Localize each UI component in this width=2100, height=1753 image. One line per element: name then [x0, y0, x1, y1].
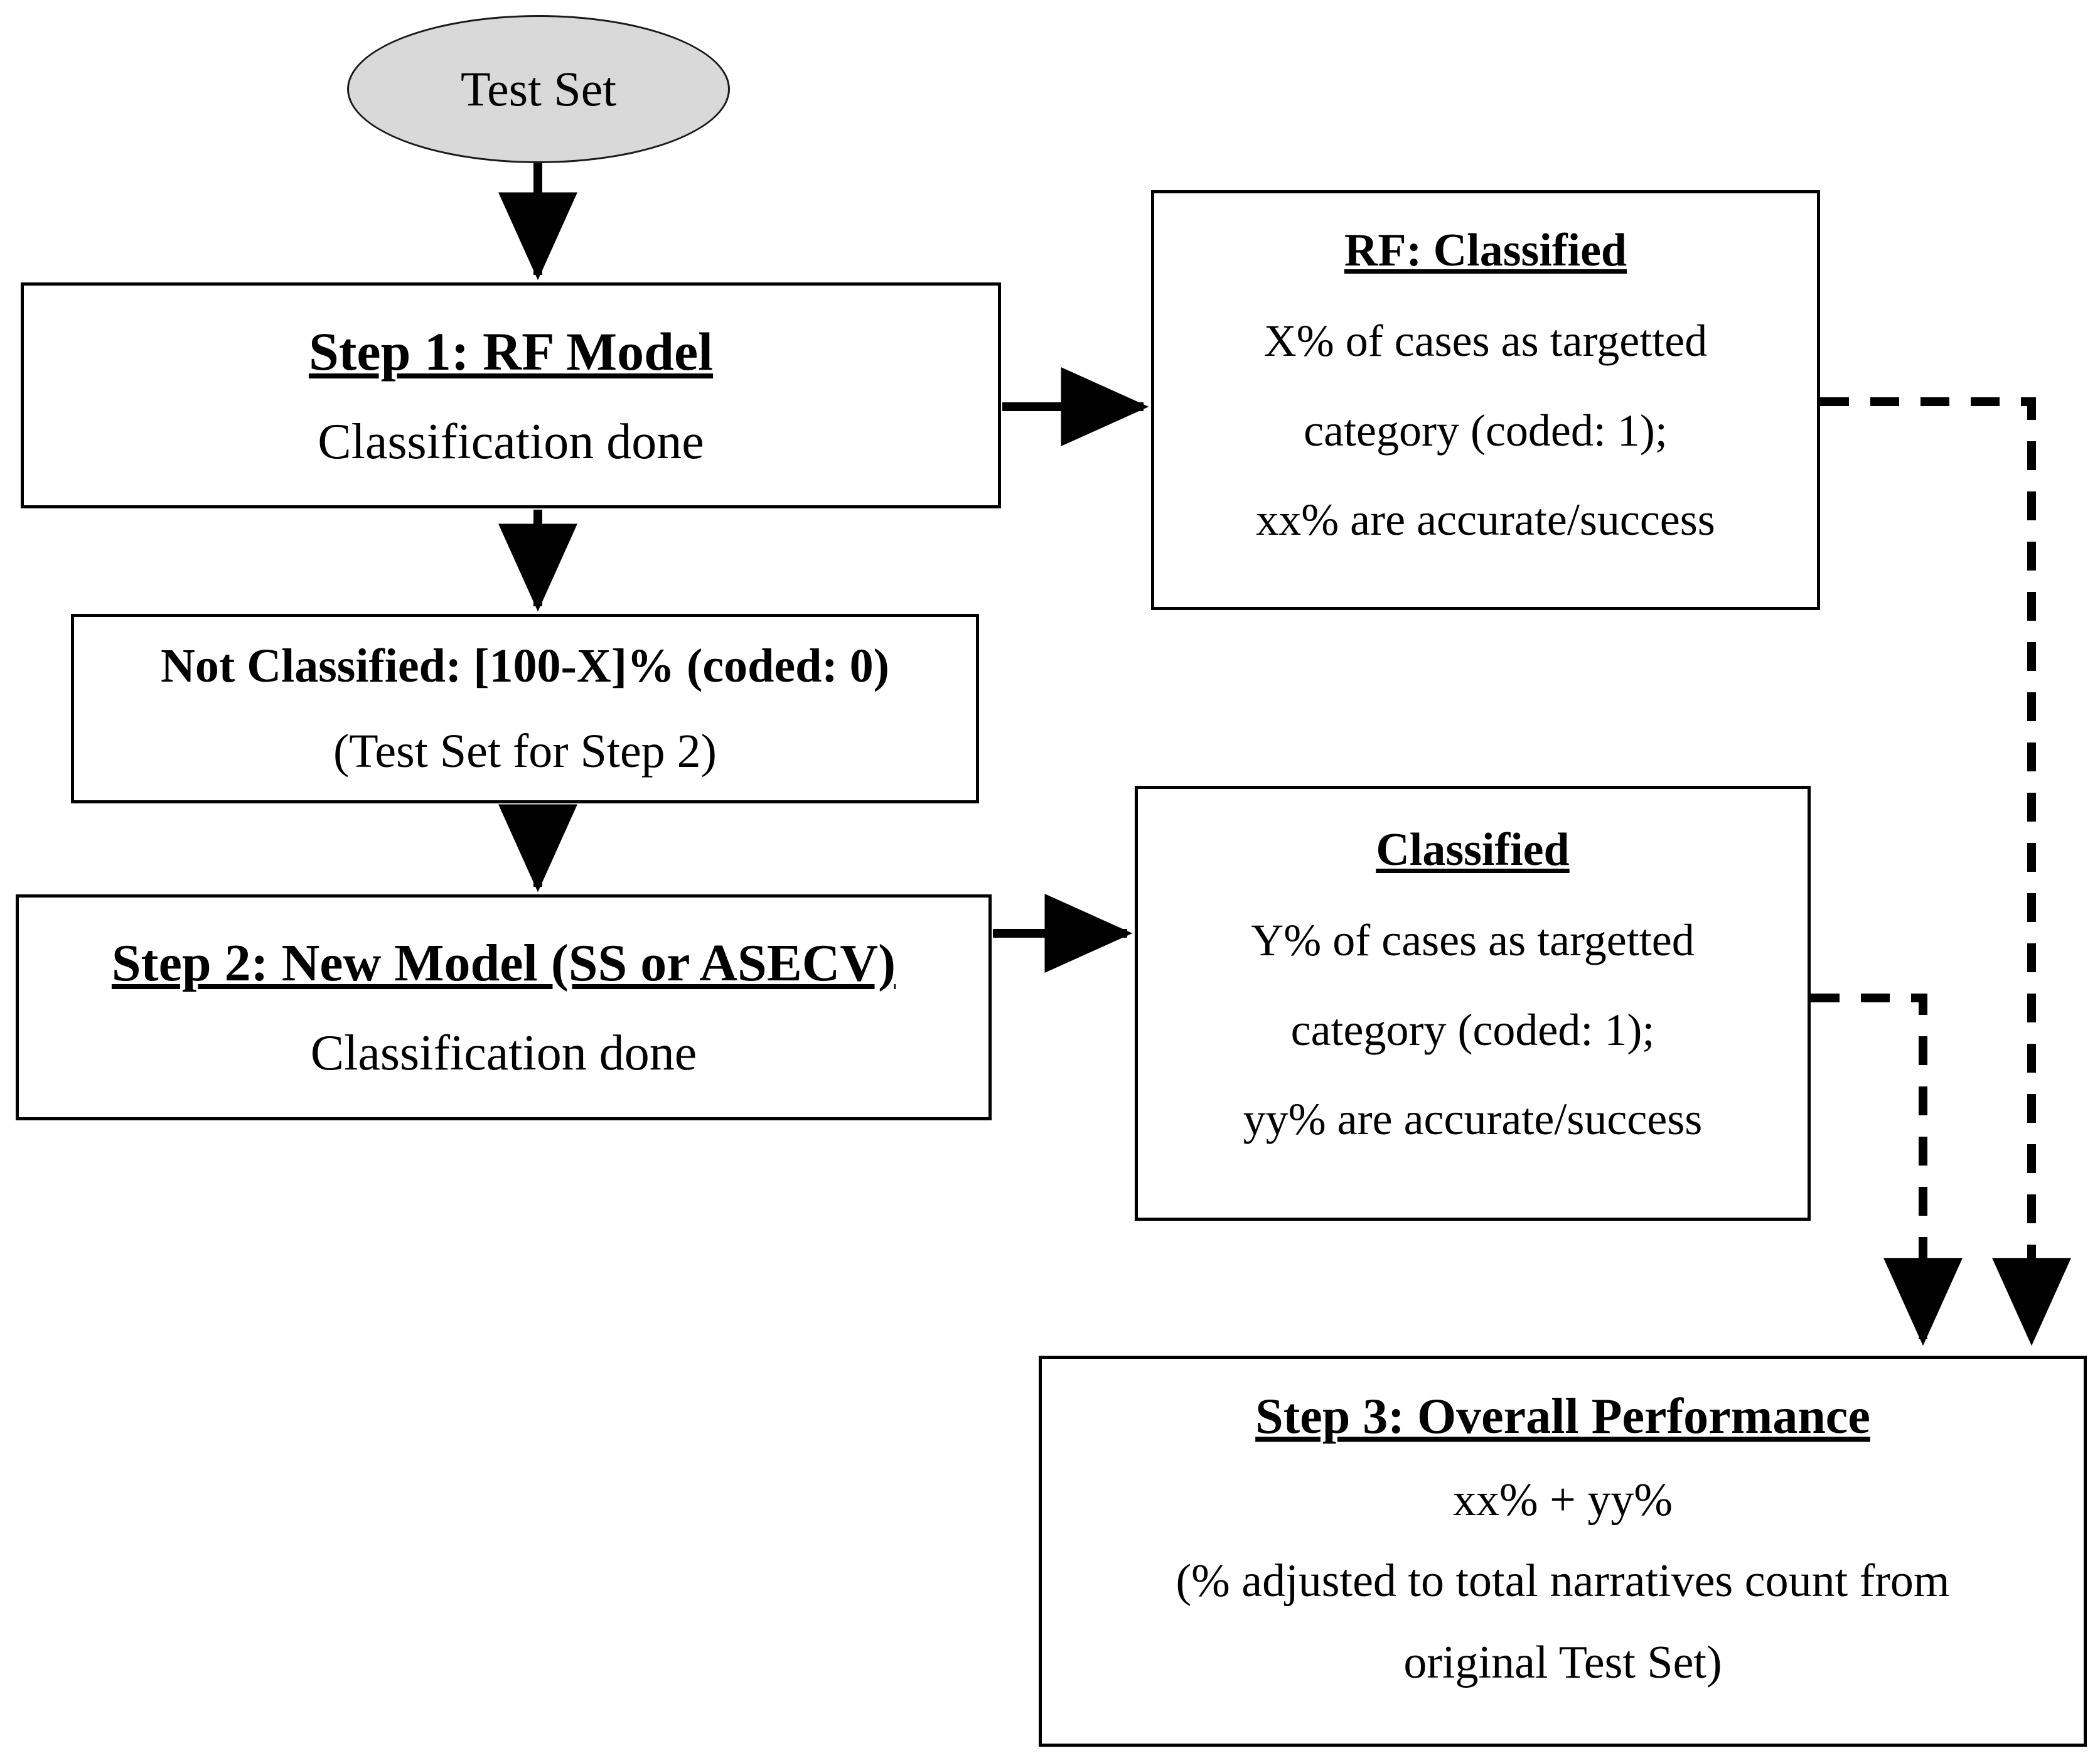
- step2-heading: Step 2: New Model (SS or ASECV): [111, 934, 896, 993]
- step1-line2: Classification done: [318, 414, 704, 470]
- rf-classified-line4: xx% are accurate/success: [1256, 495, 1715, 545]
- step3-line2: xx% + yy%: [1452, 1474, 1673, 1526]
- test-set-label: Test Set: [460, 62, 616, 117]
- classified-line4: yy% are accurate/success: [1243, 1094, 1703, 1145]
- step1-heading: Step 1: RF Model: [308, 321, 714, 382]
- classified-line3: category (coded: 1);: [1290, 1004, 1655, 1055]
- node-rf-classified[interactable]: RF: Classified X% of cases as targetted …: [1151, 190, 1820, 610]
- node-step1[interactable]: Step 1: RF Model Classification done: [21, 282, 1001, 508]
- connector-classified-to-step3: [1811, 994, 1963, 1346]
- connector-rf-classified-to-step3: [1820, 397, 2071, 1346]
- classified-heading: Classified: [1376, 824, 1570, 876]
- classified-line2: Y% of cases as targetted: [1251, 915, 1695, 966]
- not-classified-line2: (Test Set for Step 2): [333, 725, 717, 778]
- rf-classified-line2: X% of cases as targetted: [1263, 316, 1708, 367]
- node-step3[interactable]: Step 3: Overall Performance xx% + yy% (%…: [1039, 1356, 2087, 1747]
- rf-classified-heading: RF: Classified: [1344, 225, 1627, 276]
- step3-line3: (% adjusted to total narratives count fr…: [1176, 1555, 1950, 1607]
- node-step2[interactable]: Step 2: New Model (SS or ASECV) Classifi…: [16, 894, 992, 1120]
- node-classified[interactable]: Classified Y% of cases as targetted cate…: [1135, 786, 1811, 1221]
- rf-classified-line3: category (coded: 1);: [1304, 405, 1668, 456]
- step2-line2: Classification done: [310, 1025, 697, 1081]
- node-not-classified[interactable]: Not Classified: [100-X]% (coded: 0) (Tes…: [71, 614, 979, 803]
- not-classified-heading: Not Classified: [100-X]% (coded: 0): [161, 639, 889, 692]
- node-test-set[interactable]: Test Set: [347, 15, 730, 163]
- step3-heading: Step 3: Overall Performance: [1255, 1389, 1870, 1444]
- step3-line4: original Test Set): [1403, 1636, 1722, 1688]
